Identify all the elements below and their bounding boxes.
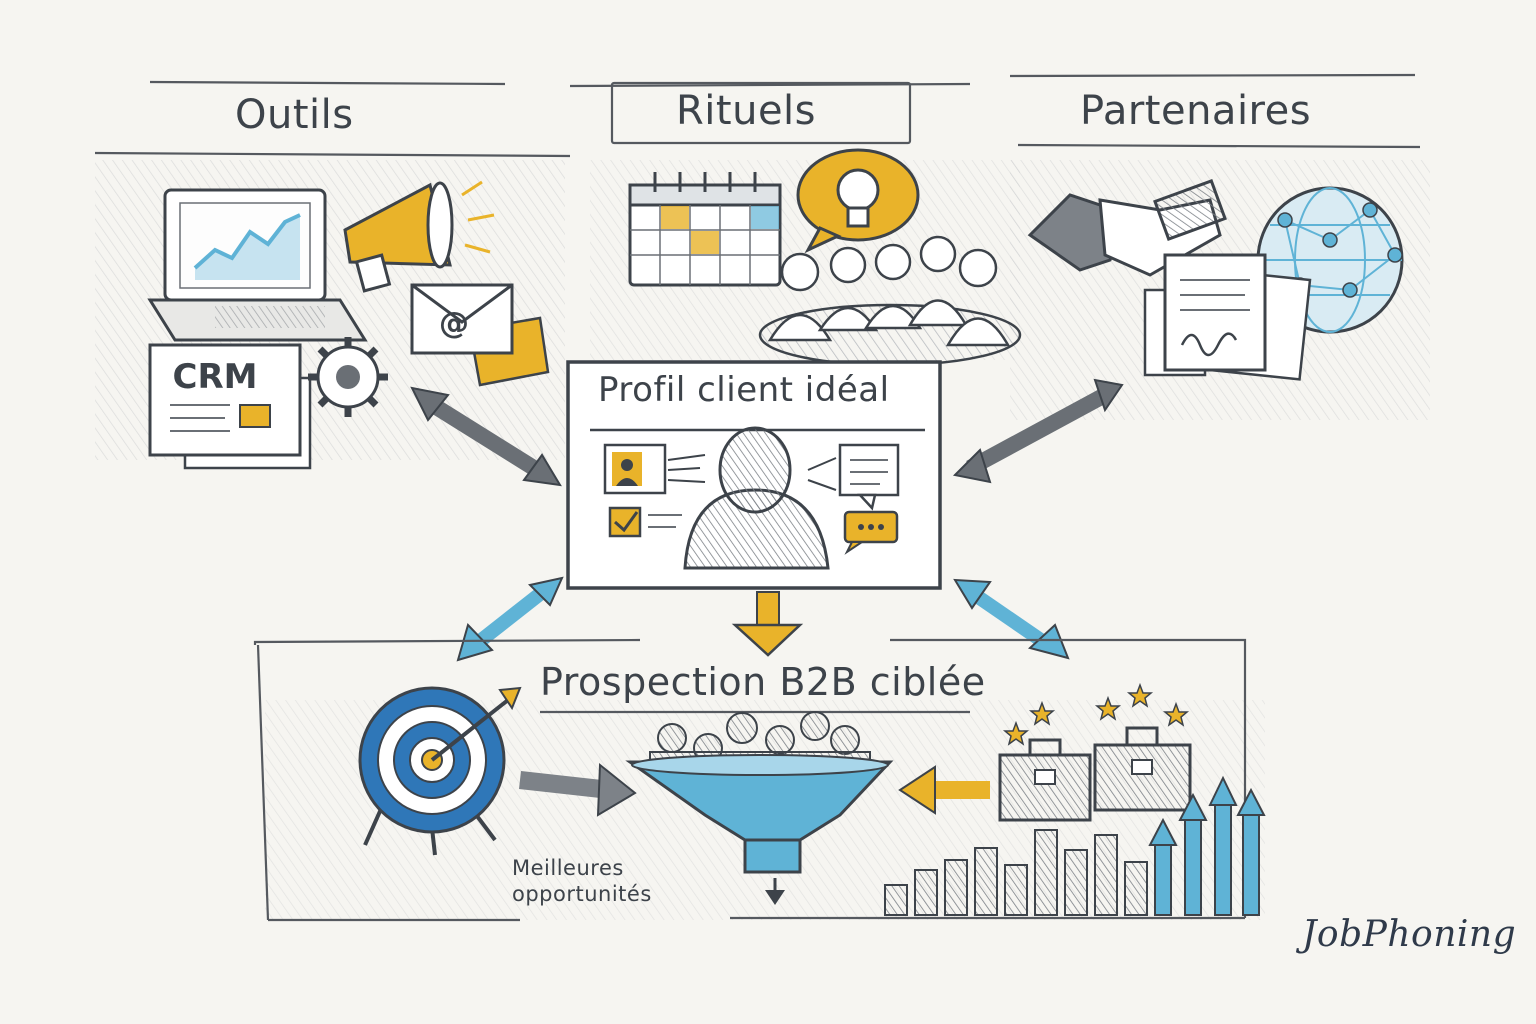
chat-dots-icon — [843, 510, 899, 555]
section-title-outils: Outils — [235, 92, 354, 138]
checkbox-icon — [608, 506, 682, 538]
briefcases-icon — [998, 726, 1192, 822]
funnel-icon — [625, 711, 894, 905]
opportunities-note-line1: Meilleures — [512, 856, 624, 880]
calendar-icon — [628, 172, 782, 287]
team-meeting-icon — [758, 235, 1022, 367]
growth-chart-icon — [884, 775, 1266, 916]
crm-document-icon — [148, 343, 312, 470]
section-title-rituels: Rituels — [676, 88, 817, 134]
brand-logo: JobPhoning — [1302, 914, 1517, 955]
handshake-icon — [1027, 179, 1227, 277]
arrow-target-funnel — [519, 762, 637, 817]
crm-label: CRM — [173, 357, 258, 397]
opportunities-note: Meilleures opportunités — [512, 855, 652, 907]
arrow-briefcases-funnel — [898, 765, 990, 815]
opportunities-note-line2: opportunités — [512, 882, 652, 906]
center-box-title: Profil client idéal — [598, 370, 890, 410]
megaphone-icon — [343, 180, 495, 293]
header-rules — [94, 73, 1421, 158]
laptop-chart-icon — [147, 188, 368, 342]
prospection-title: Prospection B2B ciblée — [540, 660, 986, 704]
email-at-symbol: @ — [439, 306, 469, 341]
stars-icon — [1002, 682, 1190, 746]
person-silhouette-icon — [683, 426, 830, 570]
target-icon — [358, 686, 522, 856]
arrow-partenaires-center — [952, 378, 1124, 484]
section-title-partenaires: Partenaires — [1080, 88, 1312, 134]
arrow-center-left-blue — [456, 576, 564, 662]
gear-icon — [308, 337, 388, 417]
speech-bubble-icon — [807, 443, 900, 511]
contract-icon — [1143, 253, 1312, 381]
id-card-icon — [603, 443, 706, 495]
lightbulb-bubble-icon — [796, 148, 920, 254]
email-icon — [410, 283, 550, 387]
arrow-center-right-blue — [953, 578, 1070, 660]
arrow-center-down — [731, 591, 804, 657]
arrow-outils-center — [410, 386, 562, 487]
